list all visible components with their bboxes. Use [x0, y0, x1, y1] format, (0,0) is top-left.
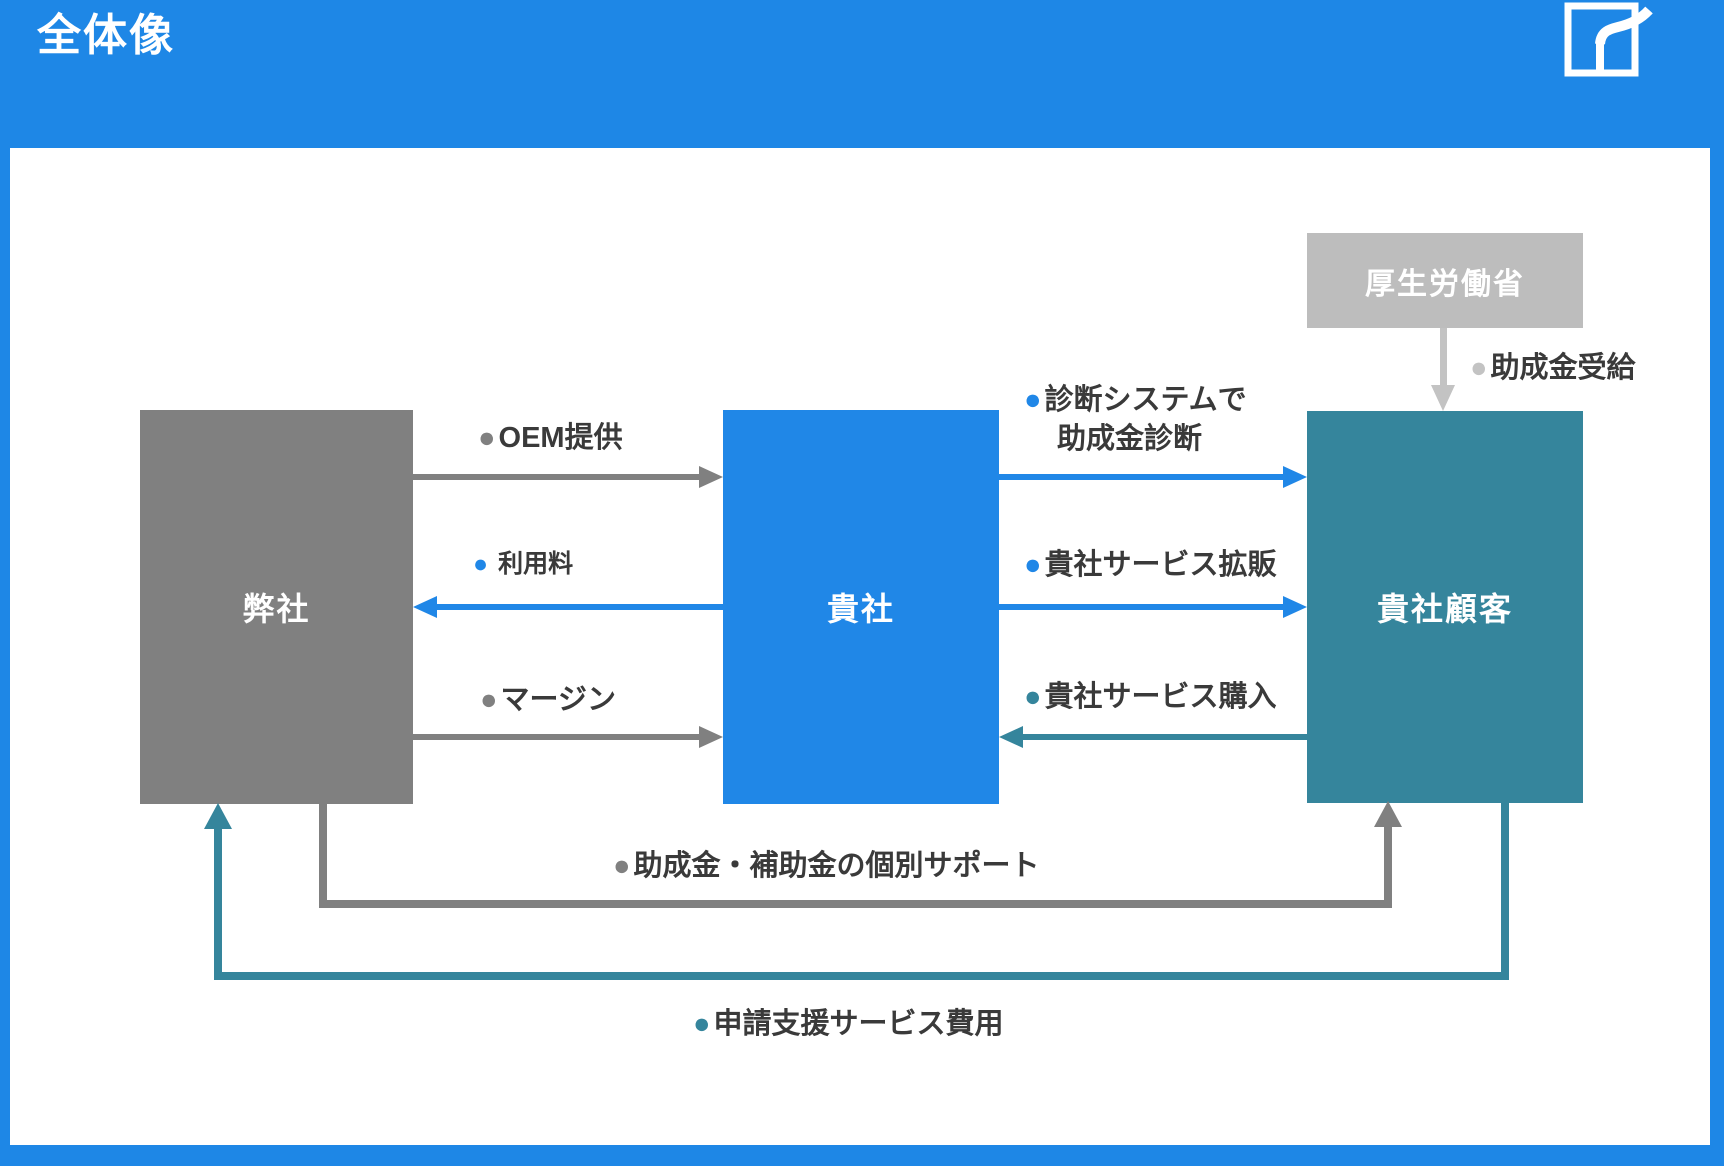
application-fee-line-vertical-right [1501, 802, 1509, 980]
margin-arrowhead [699, 726, 723, 748]
label-subsidy-receipt-text: 助成金受給 [1490, 352, 1636, 384]
label-oem: ● OEM提供 [478, 422, 623, 455]
label-usage-fee-text: 利用料 [498, 550, 574, 578]
label-margin-text: マージン [500, 684, 616, 716]
purchase-arrowhead [999, 726, 1023, 748]
label-purchase: ● 貴社サービス購入 [1024, 681, 1277, 714]
application-fee-line-horizontal [214, 972, 1509, 980]
label-diagnosis: ● 診断システムで 助成金診断 [1024, 384, 1247, 457]
purchase-arrow-line [1023, 734, 1307, 740]
bullet-icon: ● [613, 850, 631, 882]
label-purchase-text: 貴社サービス購入 [1044, 681, 1277, 713]
label-subsidy-receipt: ● 助成金受給 [1470, 352, 1636, 385]
individual-support-line-horizontal [319, 900, 1392, 908]
bullet-icon: ● [693, 1008, 711, 1040]
expansion-arrowhead [1283, 596, 1307, 618]
label-application-fee: ● 申請支援サービス費用 [693, 1008, 1004, 1041]
individual-support-line-vertical-right [1384, 826, 1392, 908]
label-expansion-text: 貴社サービス拡販 [1044, 549, 1277, 581]
label-diagnosis-line2: 助成金診断 [1057, 423, 1247, 456]
bullet-icon: ● [1024, 384, 1042, 416]
bullet-icon: ● [1024, 549, 1042, 581]
node-customer: 貴社顧客 [1307, 411, 1583, 803]
bullet-icon: ● [1024, 681, 1042, 713]
oem-arrow-line [413, 474, 701, 480]
node-our-company: 弊社 [140, 410, 413, 804]
label-diagnosis-text2: 助成金診断 [1057, 423, 1203, 456]
subsidy-receipt-arrowhead [1431, 385, 1455, 411]
label-application-fee-text: 申請支援サービス費用 [713, 1008, 1004, 1040]
bullet-icon: ● [1470, 352, 1488, 384]
node-ministry: 厚生労働省 [1307, 233, 1583, 328]
expansion-arrow-line [999, 604, 1285, 610]
node-ministry-label: 厚生労働省 [1365, 267, 1525, 301]
label-margin: ● マージン [480, 684, 616, 717]
label-diagnosis-text1: 診断システムで [1044, 384, 1247, 416]
bullet-icon: ● [478, 422, 496, 454]
application-fee-line-vertical-left [214, 828, 222, 974]
individual-support-arrowhead [1374, 801, 1402, 827]
bullet-icon: ● [473, 550, 489, 578]
usage-fee-arrow-line [437, 604, 723, 610]
individual-support-line-vertical-left [319, 804, 327, 908]
diagnosis-arrow-line [999, 474, 1285, 480]
node-customer-label: 貴社顧客 [1376, 591, 1513, 627]
application-fee-arrowhead [204, 803, 232, 829]
label-individual-support-text: 助成金・補助金の個別サポート [633, 850, 1040, 882]
label-expansion: ● 貴社サービス拡販 [1024, 549, 1277, 582]
subsidy-receipt-arrow-line [1440, 328, 1447, 386]
oem-arrowhead [699, 466, 723, 488]
diagnosis-arrowhead [1283, 466, 1307, 488]
node-your-company: 貴社 [723, 410, 999, 804]
r-logo-icon [1564, 2, 1653, 77]
page-title: 全体像 [37, 11, 175, 60]
label-usage-fee: ● 利用料 [473, 550, 573, 579]
label-diagnosis-line1: ● 診断システムで [1024, 384, 1247, 417]
usage-fee-arrowhead [413, 596, 437, 618]
node-our-company-label: 弊社 [242, 591, 311, 627]
margin-arrow-line [413, 734, 701, 740]
bullet-icon: ● [480, 684, 498, 716]
label-oem-text: OEM提供 [498, 422, 623, 454]
node-your-company-label: 貴社 [826, 591, 895, 627]
label-individual-support: ● 助成金・補助金の個別サポート [613, 850, 1040, 883]
